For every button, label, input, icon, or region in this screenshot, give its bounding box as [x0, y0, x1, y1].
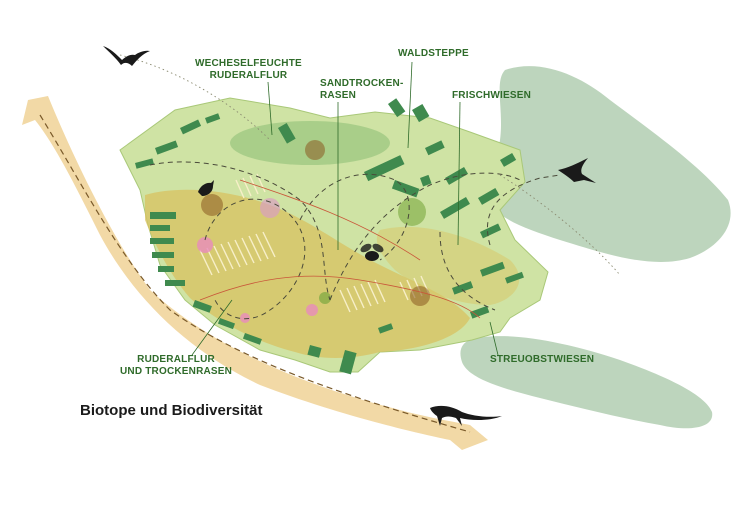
lizard-icon [430, 405, 502, 426]
label-streuobstwiesen: STREUOBSTWIESEN [490, 354, 595, 365]
bat-icon [103, 46, 150, 66]
label-wechselfeuchte-ruderalflur: WECHESELFEUCHTE RUDERALFLUR [195, 58, 302, 81]
sand-hatching [199, 173, 430, 313]
red-routes [199, 179, 481, 319]
bird-icon [198, 180, 214, 196]
bee-icon [360, 243, 384, 261]
leader-lines [191, 61, 499, 356]
dry-zone-east [376, 226, 520, 305]
migration-routes [149, 161, 561, 320]
label-ruderalflur-trockenrasen: RUDERALFLUR UND TROCKENRASEN [120, 354, 233, 377]
sand-path [22, 96, 488, 450]
path-centerline [39, 114, 471, 433]
flight-routes [119, 54, 621, 276]
swallow-icon [558, 158, 596, 183]
label-frischwiesen: FRISCHWIESEN [452, 90, 532, 101]
label-sandtrockenrasen: SANDTROCKEN- RASEN [320, 78, 404, 101]
diagram-title: Biotope und Biodiversität [80, 402, 263, 419]
label-waldsteppe: WALDSTEPPE [398, 48, 469, 59]
hotspots [197, 140, 430, 323]
forest-area-north [485, 66, 731, 262]
dry-grassland-zone [145, 189, 470, 358]
forest-area-south [460, 336, 713, 429]
